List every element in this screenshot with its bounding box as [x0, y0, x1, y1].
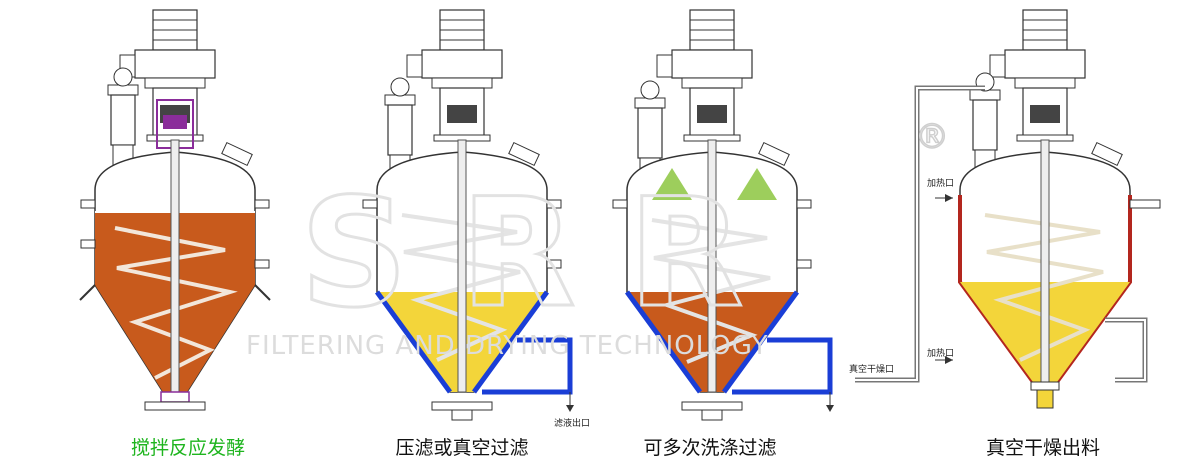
vessel-2: 滤液出口 [362, 9, 590, 429]
caption-press-vacuum-filtration: 压滤或真空过滤 [395, 437, 529, 459]
watermark-brand: S R R [300, 167, 743, 341]
heat-inlet-bottom-label: 加热口 [927, 347, 954, 359]
caption-agitation-fermentation: 搅拌反应发酵 [130, 437, 245, 459]
vessel-4: 加热口 加热口 真空干燥口 [849, 9, 1161, 409]
caption-vacuum-drying-discharge: 真空干燥出料 [985, 437, 1100, 459]
vessel-1 [79, 9, 271, 411]
heat-inlet-top-label: 加热口 [927, 177, 954, 189]
caption-multi-wash-filtration: 可多次洗涤过滤 [643, 437, 777, 459]
watermark-tagline: FILTERING AND DRYING TECHNOLOGY [246, 331, 768, 361]
watermark: S R R ® FILTERING AND DRYING TECHNOLOGY [246, 116, 950, 361]
filtrate-outlet-label: 滤液出口 [554, 417, 590, 429]
vacuum-drying-port-label: 真空干燥口 [849, 363, 894, 375]
vessel-3 [612, 9, 834, 421]
watermark-registered: ® [915, 117, 949, 157]
